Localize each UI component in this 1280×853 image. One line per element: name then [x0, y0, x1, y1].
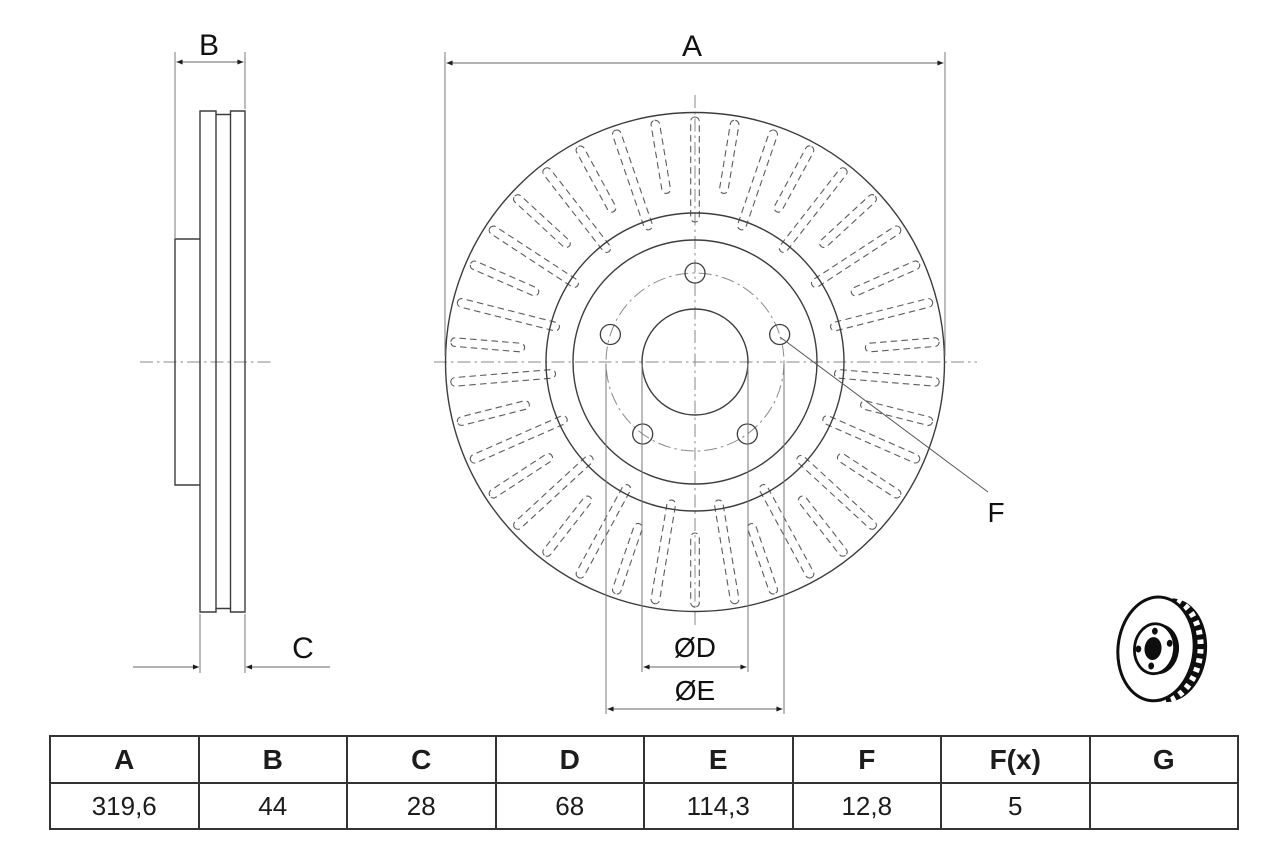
vent-slot: [513, 454, 594, 530]
side-view-hat-outline: [174, 238, 200, 486]
vent-slot: [542, 167, 612, 253]
vent-slot: [819, 194, 877, 249]
vent-slot: [778, 167, 848, 253]
vent-slot: [830, 298, 934, 332]
vent-slot: [773, 145, 815, 213]
vent-slot: [650, 499, 677, 605]
icon-vent-holes: [1156, 594, 1204, 705]
dimension-table: A B C D E F F(x) G 319,6 44 28 68 114,3 …: [49, 735, 1239, 830]
dim-d-label: ØD: [674, 632, 716, 663]
table-value-g: [1088, 782, 1239, 830]
vent-slot: [719, 119, 740, 194]
vent-slot: [797, 495, 848, 557]
bolt-hole: [599, 323, 622, 346]
side-view: B C: [133, 29, 330, 673]
dim-f-leader-line: [779, 336, 989, 493]
vent-slot: [488, 225, 580, 288]
vent-slot: [822, 415, 921, 464]
bolt-holes: [599, 262, 791, 445]
vent-slot: [690, 116, 700, 223]
vent-slot: [456, 400, 530, 426]
vent-slot: [513, 194, 571, 249]
vent-slot: [758, 484, 815, 579]
table-value-f: 12,8: [791, 782, 942, 830]
vent-slot: [810, 225, 902, 288]
dimension-e: ØE: [605, 364, 785, 714]
vent-slot: [833, 369, 940, 387]
bolt-hole: [768, 323, 791, 346]
table-header-a: A: [49, 735, 200, 784]
vent-slot: [450, 369, 557, 387]
table-value-b: 44: [197, 782, 348, 830]
icon-bolt-hole: [1148, 662, 1155, 670]
hat-circle: [572, 239, 818, 485]
vent-slot: [456, 298, 560, 332]
table-header-b: B: [197, 735, 348, 784]
vent-slot: [713, 499, 740, 605]
front-view: A ØD ØE F: [434, 30, 1005, 714]
icon-bolt-hole: [1135, 645, 1142, 653]
vent-slot: [469, 415, 568, 464]
vented-brake-disc-3d-icon: [1116, 594, 1208, 705]
bolt-hole: [736, 423, 758, 445]
vent-slot: [836, 453, 902, 499]
dim-c-label: C: [292, 632, 314, 665]
table-header-g: G: [1088, 735, 1239, 784]
vent-slot: [469, 260, 540, 297]
icon-bolt-hole: [1151, 627, 1158, 635]
vent-slot: [737, 129, 779, 231]
bolt-hole: [684, 262, 706, 284]
vent-slot: [864, 337, 940, 353]
bolt-hole: [632, 423, 654, 445]
table-value-d: 68: [494, 782, 645, 830]
vent-slot: [575, 145, 617, 213]
vent-slot: [611, 129, 653, 231]
table-value-c: 28: [346, 782, 497, 830]
friction-surface-inner-circle: [545, 212, 845, 512]
icon-center-bore: [1144, 637, 1162, 661]
table-header-e: E: [643, 735, 794, 784]
vent-slot: [860, 400, 934, 426]
dim-a-label: A: [682, 30, 702, 63]
vent-slot: [575, 484, 632, 579]
table-header-c: C: [346, 735, 497, 784]
table-header-f: F: [791, 735, 942, 784]
dimension-c: C: [133, 614, 330, 673]
table-value-a: 319,6: [49, 782, 200, 830]
center-bore-circle: [641, 308, 749, 416]
outer-diameter-circle: [444, 111, 946, 613]
vent-slot: [542, 495, 593, 557]
dimension-table-value-row: 319,6 44 28 68 114,3 12,8 5: [49, 782, 1239, 830]
vent-slot: [450, 337, 526, 353]
dimension-f: F: [779, 336, 1005, 528]
technical-drawing: B C: [133, 29, 1208, 714]
dim-b-label: B: [199, 29, 219, 62]
vent-slot: [650, 119, 671, 194]
table-value-e: 114,3: [643, 782, 794, 830]
icon-bolt-hole: [1166, 639, 1173, 647]
table-value-fx: 5: [940, 782, 1091, 830]
vent-slot: [796, 454, 877, 530]
dimension-a: A: [444, 30, 946, 356]
vent-slot: [850, 260, 921, 297]
vent-slot: [611, 522, 643, 595]
vent-slot: [747, 522, 779, 595]
dimension-b: B: [174, 29, 246, 239]
vent-slot: [690, 532, 700, 608]
dimension-d: ØD: [641, 364, 749, 672]
table-header-d: D: [494, 735, 645, 784]
vent-slots: [450, 116, 940, 608]
bolt-pitch-circle: [605, 272, 785, 452]
table-header-fx: F(x): [940, 735, 1091, 784]
dim-f-label: F: [987, 497, 1004, 528]
vent-slot: [488, 453, 554, 499]
dimension-table-header-row: A B C D E F F(x) G: [49, 735, 1239, 784]
dim-e-label: ØE: [675, 675, 715, 706]
